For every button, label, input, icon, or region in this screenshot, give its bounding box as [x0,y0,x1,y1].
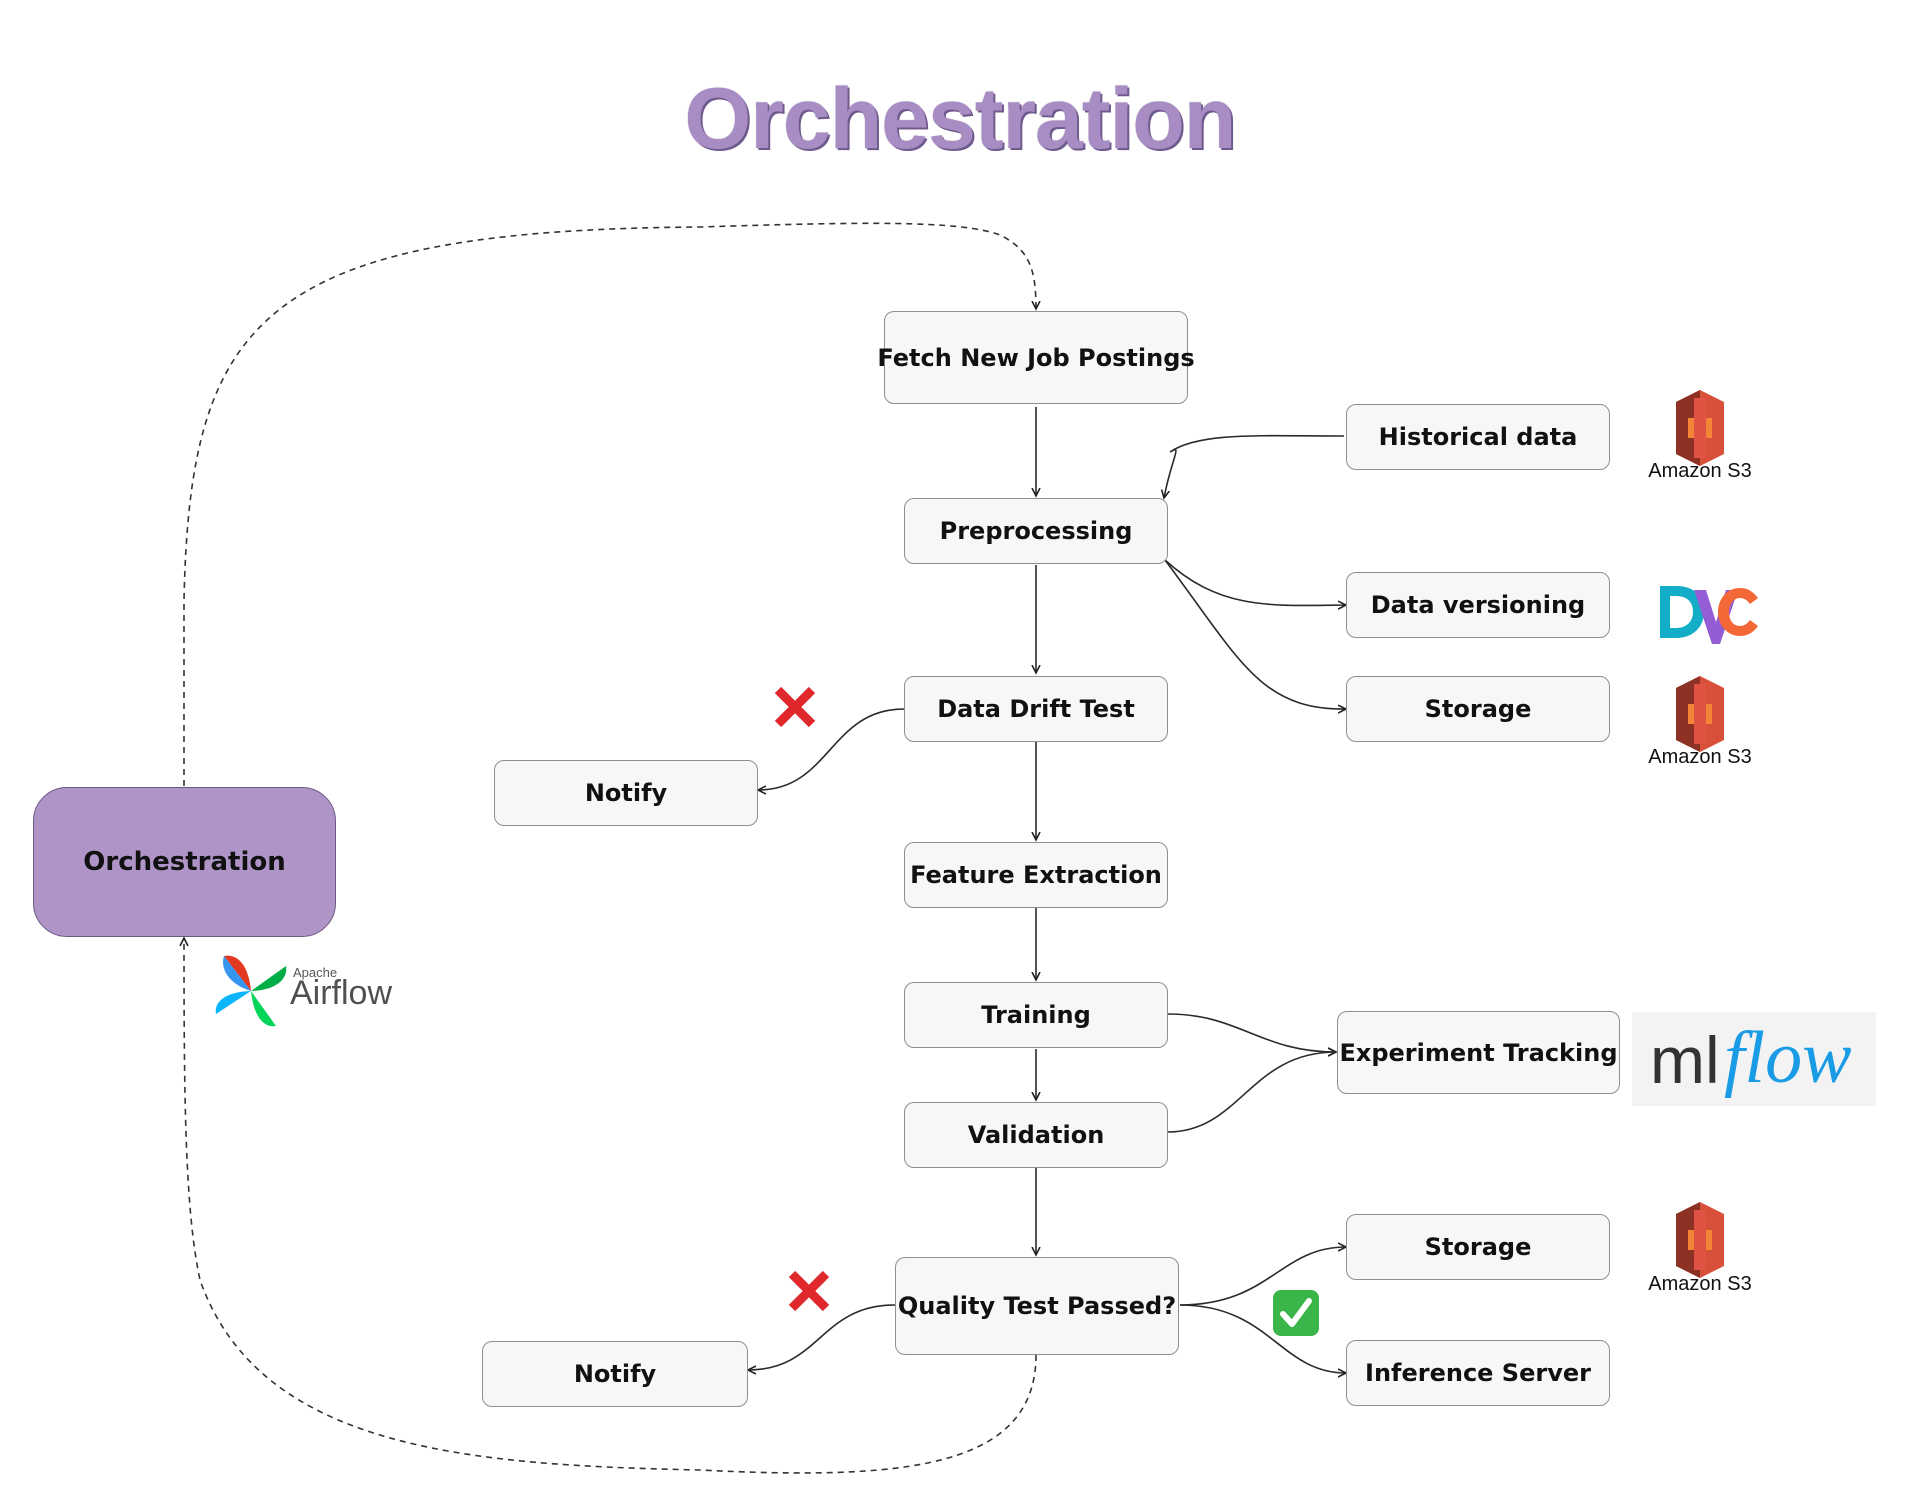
edge-training-experiment [1167,1013,1336,1052]
cross-mark-icon [774,686,816,728]
s3-caption-1: Amazon S3 [1648,460,1752,482]
storage-node-top[interactable]: Storage [1346,676,1610,742]
data-drift-test-node[interactable]: Data Drift Test [904,676,1168,742]
inference-server-node[interactable]: Inference Server [1346,1340,1610,1406]
validation-node[interactable]: Validation [904,1102,1168,1168]
preprocessing-node[interactable]: Preprocessing [904,498,1168,564]
s3-caption-2: Amazon S3 [1648,746,1752,768]
edge-quality-notify [748,1304,896,1370]
training-node[interactable]: Training [904,982,1168,1048]
historical-data-node[interactable]: Historical data [1346,404,1610,470]
edge-drift-notify [758,708,905,790]
check-mark-icon [1273,1290,1319,1336]
experiment-tracking-node[interactable]: Experiment Tracking [1337,1011,1620,1094]
page-title: Orchestration [684,71,1237,167]
mlflow-logo: ml flow [1632,1012,1876,1106]
cross-mark-icon [788,1270,830,1312]
airflow-logo-small-text: Apache [293,965,338,980]
amazon-s3-logo-1 [1676,390,1724,466]
orchestration-node[interactable]: Orchestration [33,787,336,937]
notify-node-bottom[interactable]: Notify [482,1341,748,1407]
amazon-s3-logo-3 [1676,1202,1724,1278]
mlflow-logo-flow: flow [1724,1017,1852,1099]
edge-quality-inference [1179,1304,1346,1373]
edge-historical-preprocessing [1164,434,1345,498]
feature-extraction-node[interactable]: Feature Extraction [904,842,1168,908]
s3-caption-3: Amazon S3 [1648,1273,1752,1295]
edge-preprocessing-storage [1164,559,1346,709]
fetch-job-postings-node[interactable]: Fetch New Job Postings [877,311,1195,404]
storage-node-bottom[interactable]: Storage [1346,1214,1610,1280]
notify-node-top[interactable]: Notify [494,760,758,826]
edge-quality-storage [1179,1247,1346,1306]
amazon-s3-logo-2 [1676,676,1724,752]
data-versioning-node[interactable]: Data versioning [1346,572,1610,638]
quality-test-node[interactable]: Quality Test Passed? [895,1257,1179,1355]
loop-quality-orchestration [184,938,1037,1474]
mlflow-logo-ml: ml [1650,1023,1720,1097]
edge-validation-experiment [1167,1052,1336,1133]
loop-orchestration-fetch [183,222,1036,786]
airflow-logo-text: Airflow [290,974,393,1012]
edge-preprocessing-versioning [1164,559,1346,606]
airflow-pinwheel-icon [215,955,287,1027]
dvc-logo [1660,586,1758,644]
